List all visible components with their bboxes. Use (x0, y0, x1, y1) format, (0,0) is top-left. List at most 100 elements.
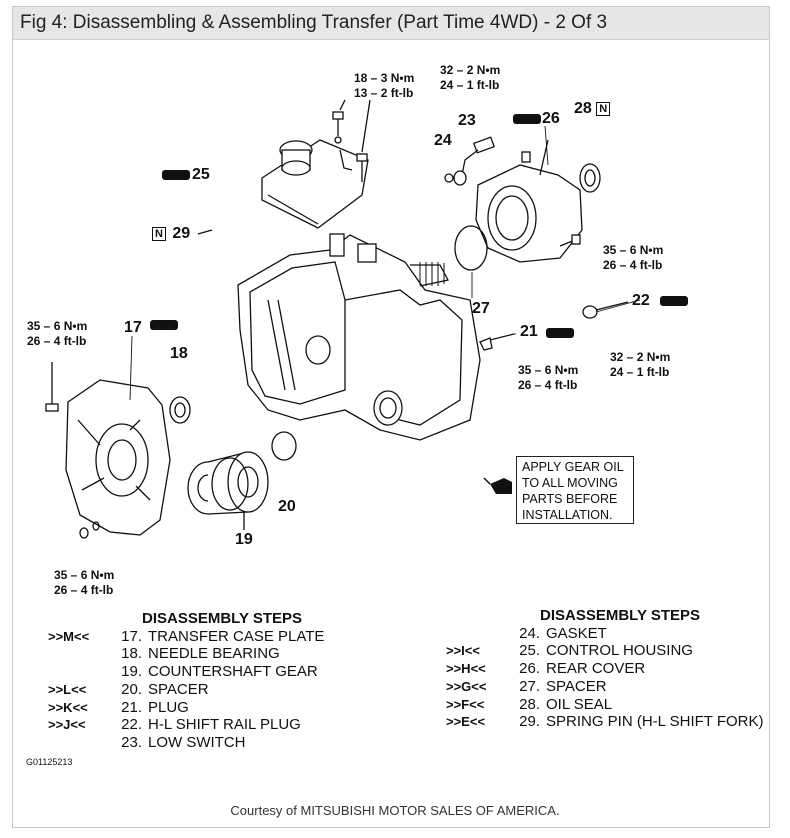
note-line: INSTALLATION. (522, 508, 613, 522)
step-row: >>J<<22.H-L SHIFT RAIL PLUG (48, 716, 324, 734)
step-text: OIL SEAL (546, 695, 613, 713)
callout-20: 20 (278, 498, 296, 515)
step-row: >>F<<28.OIL SEAL (446, 696, 764, 714)
torque-value-nm: 32 – 2 N•m (610, 350, 671, 364)
torque-value-ftlb: 24 – 1 ft-lb (440, 78, 500, 92)
torque-value-ftlb: 26 – 4 ft-lb (603, 258, 663, 272)
spacer-27 (454, 225, 488, 271)
step-row: 24. GASKET (446, 625, 764, 643)
step-number: 20. (121, 680, 142, 698)
step-number: 17. (121, 627, 142, 645)
step-code: >>J<< (48, 717, 86, 733)
low-switch (453, 136, 496, 186)
step-text: TRANSFER CASE PLATE (148, 627, 325, 645)
new-part-symbol: N (152, 226, 166, 241)
new-part-symbol: N (596, 101, 611, 116)
step-code: >>E<< (446, 714, 486, 730)
step-row: >>H<<26.REAR COVER (446, 660, 764, 678)
spring-pin (197, 229, 213, 235)
torque-value-nm: 35 – 6 N•m (27, 319, 88, 333)
transfer-case-plate (65, 379, 171, 536)
step-text: NEEDLE BEARING (148, 645, 280, 663)
step-row: >>L<<20.SPACER (48, 681, 324, 699)
step-code (48, 734, 108, 752)
courtesy-line: Courtesy of MITSUBISHI MOTOR SALES OF AM… (230, 803, 560, 818)
step-row: >>E<<29.SPRING PIN (H-L SHIFT FORK) (446, 713, 764, 731)
step-row: >>K<<21.PLUG (48, 699, 324, 717)
callout-18: 18 (170, 345, 188, 362)
step-number: 21. (121, 698, 142, 716)
step-code: >>H<< (446, 661, 486, 677)
step-text: SPACER (546, 677, 607, 695)
spacer-20 (271, 431, 297, 461)
step-code (48, 645, 108, 663)
torque-value-ftlb: 13 – 2 ft-lb (354, 86, 414, 100)
callout-28: 28 N (574, 100, 612, 118)
torque-value-nm: 35 – 6 N•m (603, 243, 664, 257)
title-bar: Fig 4: Disassembling & Assembling Transf… (13, 7, 769, 40)
sealant-tubes (150, 114, 688, 338)
step-number: 23. (121, 733, 142, 751)
callout-19: 19 (235, 531, 253, 548)
step-text: COUNTERSHAFT GEAR (148, 663, 318, 681)
torque-value-nm: 35 – 6 N•m (54, 568, 115, 582)
step-row: >>M<< 17. TRANSFER CASE PLATE (48, 628, 324, 646)
step-code: >>L<< (48, 681, 87, 697)
callout-21: 21 (520, 323, 538, 340)
callout-28-number: 28 (574, 100, 592, 117)
step-code (48, 663, 108, 681)
figure-id: G01125213 (26, 757, 73, 767)
step-text: SPRING PIN (H-L SHIFT FORK) (546, 713, 764, 731)
torque-plug: 35 – 6 N•m 26 – 4 ft-lb (518, 363, 578, 393)
plug-21 (479, 333, 515, 351)
note-line: PARTS BEFORE (522, 492, 618, 506)
gear-oil-note: APPLY GEAR OIL TO ALL MOVING PARTS BEFOR… (516, 456, 634, 524)
callout-22: 22 (632, 292, 650, 309)
torque-value-ftlb: 26 – 4 ft-lb (518, 378, 578, 392)
torque-value-ftlb: 26 – 4 ft-lb (27, 334, 87, 348)
step-number: 24. (519, 624, 540, 642)
step-code: >>K<< (48, 699, 88, 715)
torque-plate-bolt: 35 – 6 N•m 26 – 4 ft-lb (27, 319, 87, 349)
torque-rail-plug: 32 – 2 N•m 24 – 1 ft-lb (610, 350, 670, 380)
step-text: H-L SHIFT RAIL PLUG (148, 716, 301, 734)
step-code: >>M<< (48, 628, 90, 644)
torque-value-nm: 35 – 6 N•m (518, 363, 579, 377)
callout-27: 27 (472, 300, 490, 317)
disassembly-steps-left: DISASSEMBLY STEPS >>M<< 17. TRANSFER CASE … (48, 610, 324, 752)
gasket (444, 173, 454, 183)
control-housing (261, 139, 369, 229)
torque-value-nm: 32 – 2 N•m (440, 63, 501, 77)
step-number: 25. (519, 642, 540, 660)
step-code: >>I<< (446, 643, 480, 659)
step-number: 19. (121, 663, 142, 681)
torque-value-ftlb: 26 – 4 ft-lb (54, 583, 114, 597)
oil-can-icon (483, 477, 512, 494)
torque-rear-cover-bolt: 35 – 6 N•m 26 – 4 ft-lb (603, 243, 663, 273)
step-text: CONTROL HOUSING (546, 642, 693, 660)
step-row: 23. LOW SWITCH (48, 734, 324, 752)
callout-29: N 29 (152, 225, 190, 243)
step-text: LOW SWITCH (148, 733, 246, 751)
callout-29-number: 29 (172, 225, 191, 242)
callout-23: 23 (458, 112, 476, 129)
torque-low-switch: 32 – 2 N•m 24 – 1 ft-lb (440, 63, 500, 93)
rail-plug-22 (582, 301, 629, 319)
step-code: >>G<< (446, 678, 487, 694)
torque-plate-lower-bolt: 35 – 6 N•m 26 – 4 ft-lb (54, 568, 114, 598)
step-number: 27. (519, 677, 540, 695)
torque-value-ftlb: 24 – 1 ft-lb (610, 365, 670, 379)
step-row: >>I<< 25. CONTROL HOUSING (446, 642, 764, 660)
step-text: GASKET (546, 624, 607, 642)
steps-heading: DISASSEMBLY STEPS (142, 610, 303, 627)
note-line: TO ALL MOVING (522, 476, 618, 490)
countershaft-gear (187, 451, 269, 530)
transfer-case-body (237, 233, 481, 441)
torque-value-nm: 18 – 3 N•m (354, 71, 415, 85)
disassembly-steps-right: DISASSEMBLY STEPS 24.GASKET>>I<<25.CONTR… (446, 607, 764, 731)
torque-control-housing-bolts: 18 – 3 N•m 13 – 2 ft-lb (354, 71, 414, 101)
step-number: 26. (519, 660, 540, 678)
step-code (446, 625, 506, 643)
needle-bearing (169, 396, 191, 424)
